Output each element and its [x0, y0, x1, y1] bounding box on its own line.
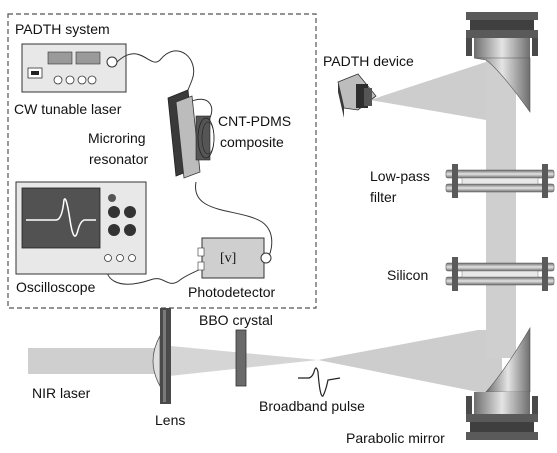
photodetector-unit — [197, 237, 272, 279]
label-broadband-pulse: Broadband pulse — [259, 398, 365, 414]
label-low-pass-line2: filter — [370, 189, 397, 205]
label-lens: Lens — [155, 412, 185, 428]
label-cnt-pdms-line2: composite — [220, 134, 284, 150]
label-low-pass-line1: Low-pass — [370, 168, 430, 184]
label-cw-tunable-laser: CW tunable laser — [14, 101, 122, 117]
oscilloscope-unit — [15, 181, 147, 275]
low-pass-filter — [445, 164, 555, 198]
top-parabolic-mirror — [466, 12, 538, 113]
label-padth-system: PADTH system — [15, 21, 110, 37]
padth-device-icon — [337, 73, 377, 118]
label-nir-laser: NIR laser — [32, 385, 91, 401]
broadband-pulse-waveform — [298, 367, 341, 397]
label-microring-line1: Microring — [88, 130, 146, 146]
cw-tunable-laser-unit — [21, 43, 127, 93]
label-parabolic-mirror: Parabolic mirror — [346, 430, 445, 446]
bbo-crystal — [235, 329, 247, 387]
bottom-parabolic-mirror — [466, 326, 538, 440]
label-photodetector: Photodetector — [188, 284, 276, 300]
label-cnt-pdms-line1: CNT-PDMS — [218, 113, 291, 129]
vertical-thz-beam — [486, 58, 516, 358]
label-photodetector-symbol: [v] — [220, 251, 236, 266]
label-silicon: Silicon — [387, 267, 428, 283]
label-padth-device: PADTH device — [323, 53, 414, 69]
microring-resonator-unit — [167, 89, 215, 179]
label-oscilloscope: Oscilloscope — [16, 279, 96, 295]
fiber-resonator-to-photodetector — [195, 181, 273, 259]
lens — [152, 308, 171, 404]
cable-oscilloscope-to-photodetector — [105, 255, 203, 285]
diverging-thz-beam — [318, 330, 502, 392]
silicon-window — [445, 257, 555, 291]
label-bbo-crystal: BBO crystal — [199, 312, 273, 328]
focused-thz-to-device — [370, 62, 486, 120]
nir-laser-beam — [28, 348, 160, 374]
label-microring-line2: resonator — [89, 151, 148, 167]
